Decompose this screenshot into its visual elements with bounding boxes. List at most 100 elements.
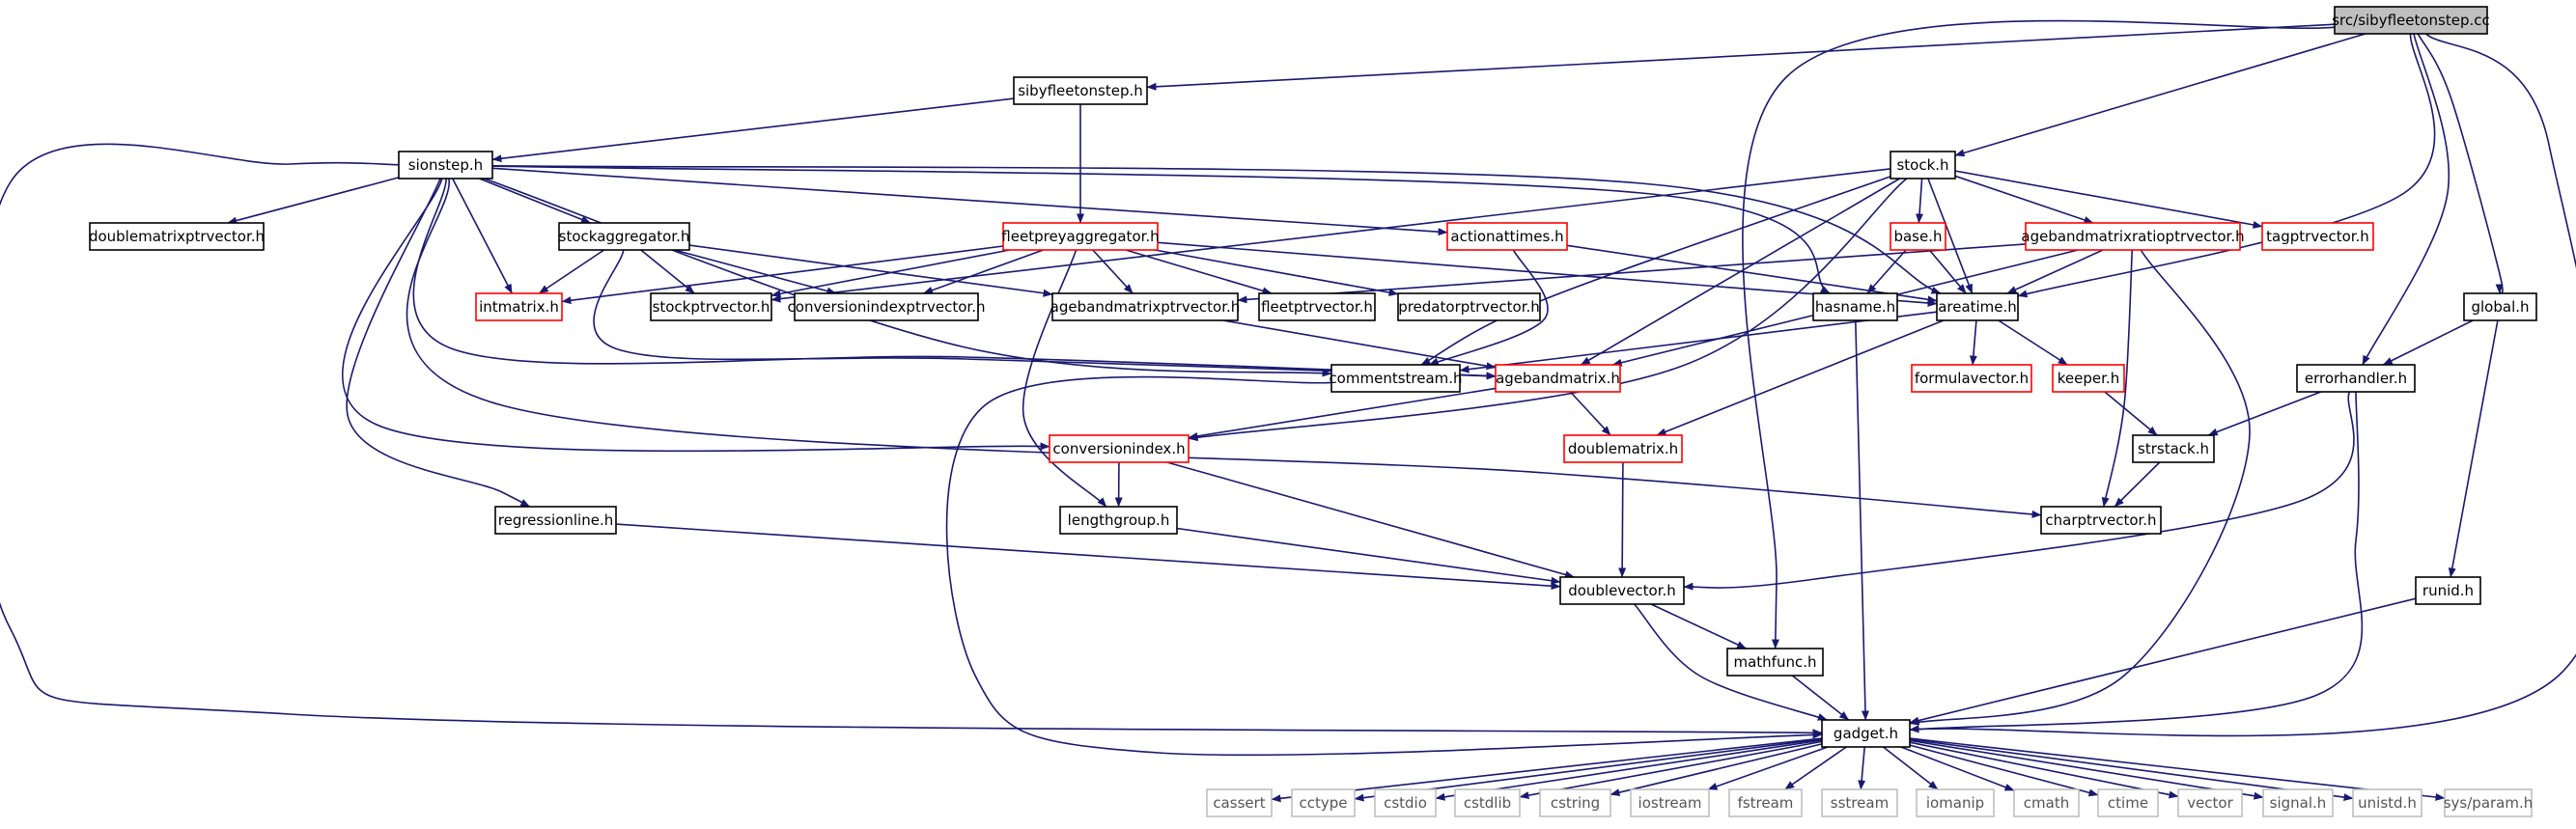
node-label-cctype: cctype	[1299, 794, 1347, 812]
node-box-doublematrixptrvector	[89, 222, 265, 251]
node-agebandmatrix[interactable]: agebandmatrix.h	[1495, 364, 1621, 393]
node-errorhandler[interactable]: errorhandler.h	[2296, 364, 2416, 393]
edge-stock-to-areatime	[1927, 178, 1974, 294]
edge-root-to-stock	[1954, 33, 2366, 157]
node-keeper[interactable]: keeper.h	[2052, 364, 2125, 393]
edge-gadget-to-cassert	[1271, 737, 1823, 803]
node-box-signal	[2262, 788, 2334, 817]
node-fleetpreyaggregator[interactable]: fleetpreyaggregator.h	[1001, 222, 1160, 251]
edge-stock-to-agebandmatrix	[1580, 178, 1901, 366]
node-box-cstring	[1539, 788, 1611, 817]
node-label-conversionindex: conversionindex.h	[1052, 440, 1185, 457]
node-agebandmatrixratioptrvector[interactable]: agebandmatrixratioptrvector.h	[2021, 222, 2245, 251]
edge-gadget-to-iostream	[1707, 746, 1829, 790]
edges-layer	[0, 19, 2576, 803]
node-box-runid	[2415, 576, 2481, 605]
edge-stock-to-base	[1916, 178, 1924, 224]
node-box-agebandmatrixptrvector	[1051, 292, 1239, 321]
node-base[interactable]: base.h	[1890, 222, 1946, 251]
node-label-stockaggregator: stockaggregator.h	[559, 228, 690, 245]
edge-errorhandler-to-doublevector	[1683, 391, 2355, 591]
node-box-doublevector	[1559, 576, 1685, 605]
node-box-agebandmatrixratioptrvector	[2025, 222, 2241, 251]
node-box-cctype	[1291, 788, 1356, 817]
node-charptrvector[interactable]: charptrvector.h	[2040, 506, 2162, 535]
node-label-ctime: ctime	[2108, 794, 2148, 812]
edge-sionstep-to-conversionindex	[341, 178, 1050, 453]
node-strstack[interactable]: strstack.h	[2132, 434, 2215, 463]
edge-sionstep-to-intmatrix	[451, 178, 514, 294]
node-lengthgroup[interactable]: lengthgroup.h	[1059, 506, 1178, 535]
node-tagptrvector[interactable]: tagptrvector.h	[2261, 222, 2374, 251]
node-label-stock: stock.h	[1896, 156, 1948, 174]
node-areatime[interactable]: areatime.h	[1936, 292, 2019, 321]
edge-fleetpreyaggregator-to-intmatrix	[561, 245, 1004, 305]
node-box-strstack	[2132, 434, 2215, 463]
node-runid[interactable]: runid.h	[2415, 576, 2481, 605]
node-hasname[interactable]: hasname.h	[1812, 292, 1898, 321]
node-label-agebandmatrixratioptrvector: agebandmatrixratioptrvector.h	[2021, 228, 2244, 245]
edge-conversionindex-to-doublevector	[1166, 461, 1575, 579]
node-box-intmatrix	[475, 292, 563, 321]
node-gadget[interactable]: gadget.h	[1821, 719, 1911, 748]
node-doublematrixptrvector[interactable]: doublematrixptrvector.h	[89, 222, 265, 251]
edge-sionstep-to-agebandmatrix	[412, 178, 1497, 380]
node-sionstep[interactable]: sionstep.h	[398, 151, 493, 180]
node-regressionline[interactable]: regressionline.h	[494, 506, 617, 535]
node-iostream: iostream	[1630, 788, 1710, 817]
node-box-cmath	[2013, 788, 2080, 817]
node-box-vector	[2177, 788, 2243, 817]
node-label-cstdlib: cstdlib	[1464, 794, 1511, 812]
node-cassert: cassert	[1206, 788, 1273, 817]
node-commentstream[interactable]: commentstream.h	[1329, 364, 1463, 393]
node-root[interactable]: src/sibyfleetonstep.cc	[2332, 6, 2490, 35]
node-label-regressionline: regressionline.h	[498, 511, 613, 529]
node-intmatrix[interactable]: intmatrix.h	[475, 292, 563, 321]
node-cstring: cstring	[1539, 788, 1611, 817]
edge-root-to-errorhandler	[2362, 33, 2450, 366]
node-predatorptrvector[interactable]: predatorptrvector.h	[1397, 292, 1541, 321]
edge-gadget-to-cstdio	[1435, 739, 1823, 801]
node-fleetptrvector[interactable]: fleetptrvector.h	[1258, 292, 1376, 321]
node-conversionindex[interactable]: conversionindex.h	[1049, 434, 1190, 463]
node-box-commentstream	[1330, 364, 1461, 393]
node-conversionindexptrvector[interactable]: conversionindexptrvector.h	[788, 292, 986, 321]
node-label-agebandmatrix: agebandmatrix.h	[1496, 370, 1620, 387]
node-label-doublevector: doublevector.h	[1568, 582, 1676, 599]
nodes-layer: src/sibyfleetonstep.cc sibyfleetonstep.h s…	[89, 6, 2537, 817]
node-box-stockptrvector	[650, 292, 772, 321]
node-label-lengthgroup: lengthgroup.h	[1068, 511, 1170, 529]
node-box-global	[2463, 292, 2537, 321]
edge-stockaggregator-to-agebandmatrix	[593, 249, 1497, 380]
node-label-actionattimes: actionattimes.h	[1450, 228, 1563, 245]
edge-gadget-to-cmath	[1900, 746, 2015, 791]
node-doublematrix[interactable]: doublematrix.h	[1563, 434, 1683, 463]
edge-mathfunc-to-gadget	[1791, 675, 1850, 721]
node-doublevector[interactable]: doublevector.h	[1559, 576, 1685, 605]
node-cstdlib: cstdlib	[1454, 788, 1521, 817]
node-mathfunc[interactable]: mathfunc.h	[1726, 648, 1824, 677]
edge-actionattimes-to-commentstream	[1428, 249, 1549, 366]
node-stockaggregator[interactable]: stockaggregator.h	[558, 222, 690, 251]
node-box-base	[1890, 222, 1946, 251]
edge-lengthgroup-to-doublevector	[1176, 527, 1561, 585]
node-formulavector[interactable]: formulavector.h	[1911, 364, 2032, 393]
node-label-mathfunc: mathfunc.h	[1733, 653, 1816, 671]
node-label-tagptrvector: tagptrvector.h	[2266, 228, 2369, 245]
node-cctype: cctype	[1291, 788, 1356, 817]
edge-gadget-to-iomanip	[1883, 746, 1939, 790]
node-box-sstream	[1821, 788, 1898, 817]
node-label-cassert: cassert	[1213, 794, 1265, 812]
node-global[interactable]: global.h	[2463, 292, 2537, 321]
node-sibyfleetonstep[interactable]: sibyfleetonstep.h	[1013, 76, 1148, 105]
node-label-runid: runid.h	[2422, 582, 2474, 599]
node-agebandmatrixptrvector[interactable]: agebandmatrixptrvector.h	[1050, 292, 1241, 321]
node-stock[interactable]: stock.h	[1890, 151, 1956, 180]
edge-doublematrix-to-doublevector	[1618, 461, 1627, 578]
edge-base-to-areatime	[1928, 249, 1967, 294]
node-label-root: src/sibyfleetonstep.cc	[2332, 12, 2490, 29]
node-stockptrvector[interactable]: stockptrvector.h	[650, 292, 772, 321]
node-actionattimes[interactable]: actionattimes.h	[1446, 222, 1568, 251]
node-box-errorhandler	[2296, 364, 2416, 393]
edge-strstack-to-charptrvector	[2114, 461, 2161, 508]
